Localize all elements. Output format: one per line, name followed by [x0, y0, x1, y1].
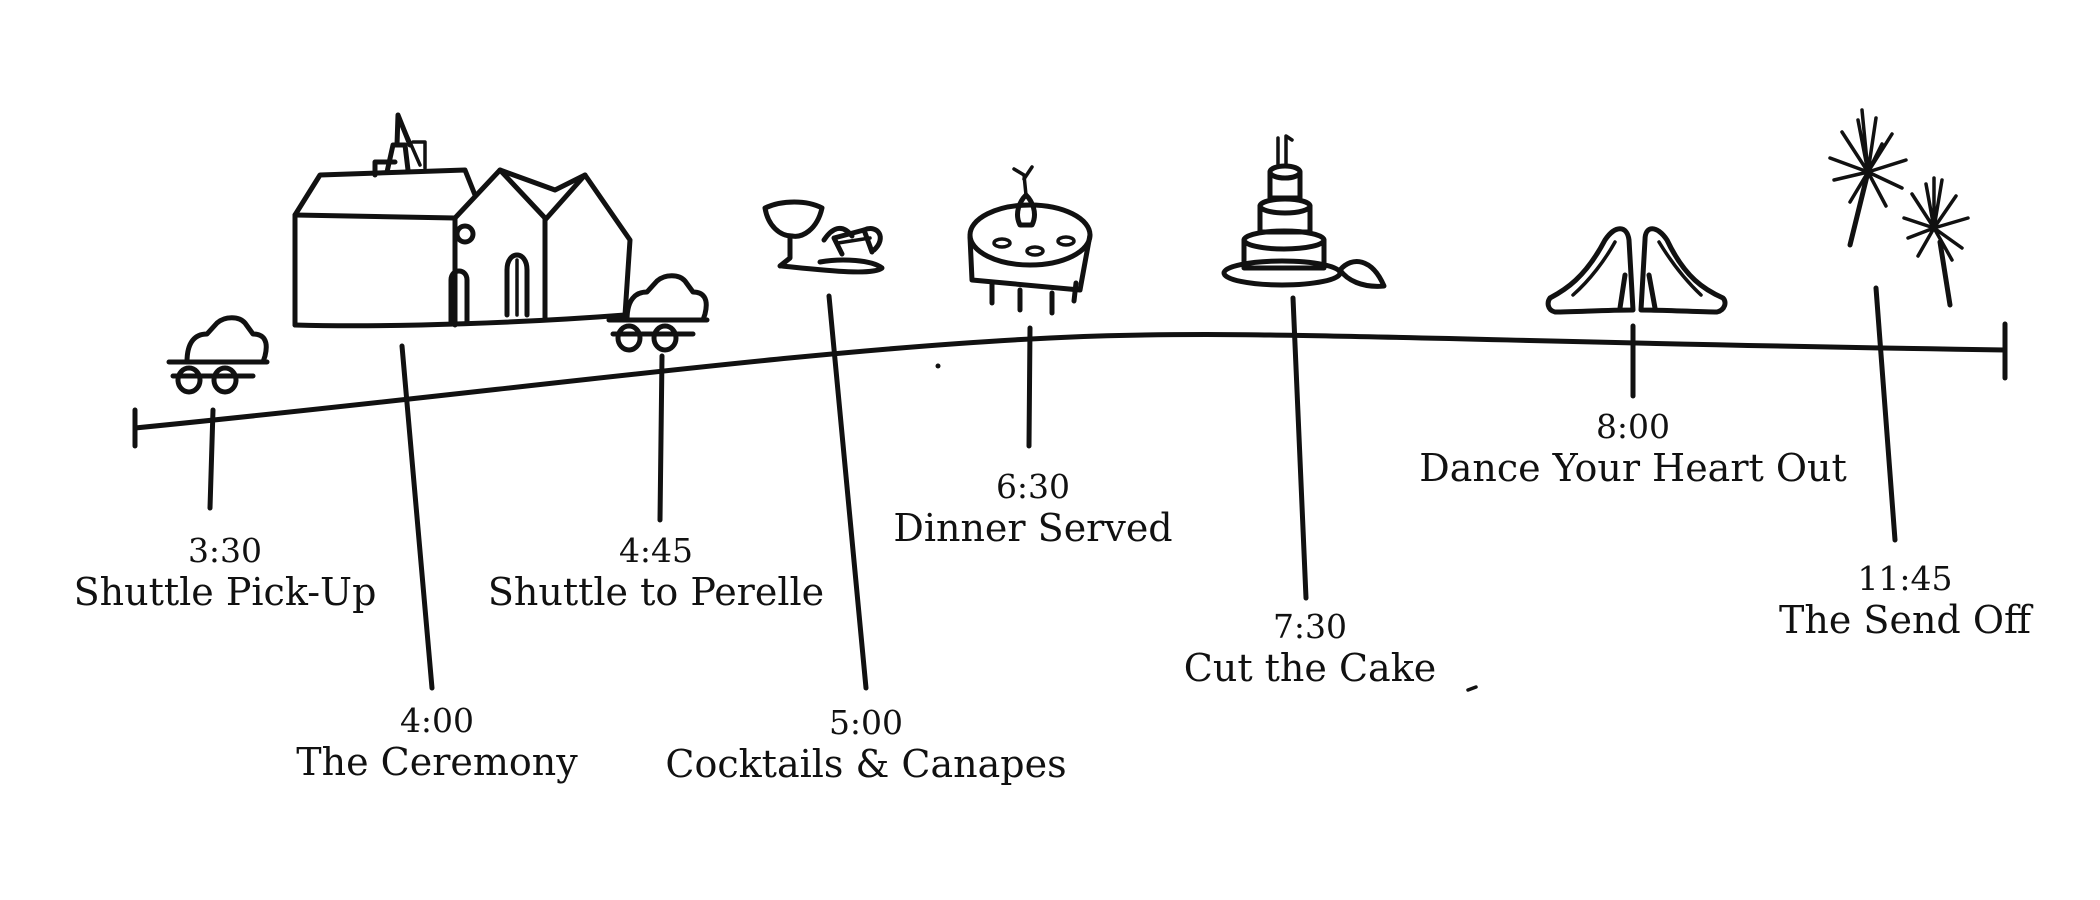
church-icon	[292, 112, 633, 329]
stem-4-45	[657, 353, 665, 523]
event-title: Cocktails & Canapes	[665, 742, 1067, 787]
stem-3-30	[207, 407, 216, 511]
event-time: 6:30	[995, 467, 1071, 506]
event-label-11-45: 11:45 The Send Off	[1665, 559, 2100, 643]
event-title: The Ceremony	[296, 740, 578, 785]
event-title: The Send Off	[1779, 598, 2031, 643]
ink-dot	[1466, 685, 1478, 692]
car-icon	[606, 273, 710, 353]
event-label-7-30: 7:30 Cut the Cake	[1070, 607, 1550, 691]
stem-6-30	[1026, 325, 1033, 449]
event-time: 4:00	[399, 701, 475, 740]
event-label-3-30: 3:30 Shuttle Pick-Up	[0, 531, 465, 615]
event-title: Dance Your Heart Out	[1419, 446, 1847, 491]
stem-5-00	[826, 293, 869, 691]
wedding-cake-icon	[1221, 134, 1387, 289]
stem-11-45	[1873, 285, 1898, 543]
sparklers-icon	[1828, 108, 1970, 308]
event-title: Cut the Cake	[1183, 646, 1437, 691]
dinner-table-icon	[967, 165, 1093, 316]
event-time: 4:45	[618, 531, 694, 570]
ink-dot	[935, 363, 941, 369]
event-time: 8:00	[1595, 407, 1671, 446]
event-label-6-30: 6:30 Dinner Served	[793, 467, 1273, 551]
event-label-5-00: 5:00 Cocktails & Canapes	[626, 703, 1106, 787]
timeline-line	[132, 332, 2008, 431]
event-label-8-00: 8:00 Dance Your Heart Out	[1393, 407, 1873, 491]
event-time: 3:30	[187, 531, 263, 570]
car-icon	[166, 315, 270, 395]
event-time: 5:00	[828, 703, 904, 742]
dancing-shoes-icon	[1545, 226, 1728, 315]
event-time: 7:30	[1272, 607, 1348, 646]
event-label-4-45: 4:45 Shuttle to Perelle	[416, 531, 896, 615]
event-title: Dinner Served	[893, 506, 1173, 551]
event-time: 11:45	[1857, 559, 1953, 598]
event-label-4-00: 4:00 The Ceremony	[197, 701, 677, 785]
event-title: Shuttle to Perelle	[487, 570, 825, 615]
event-title: Shuttle Pick-Up	[73, 570, 377, 615]
cocktail-canapes-icon	[762, 199, 885, 275]
stem-7-30	[1290, 295, 1309, 601]
stem-4-00	[399, 343, 435, 691]
